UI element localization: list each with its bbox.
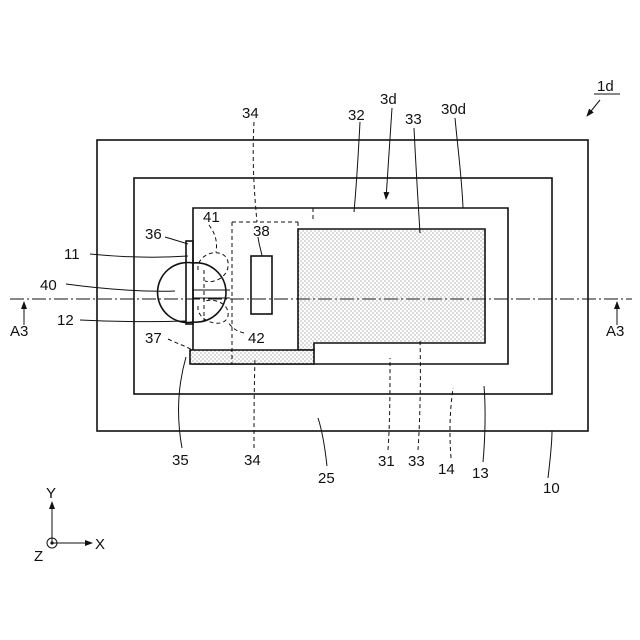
label-fig-ref: 1d [597,78,614,95]
label-axis-z: Z [34,548,43,565]
electrode-plate-11-12 [186,241,193,324]
label-axis-y: Y [46,485,56,502]
label-25: 25 [318,470,335,487]
label-13: 13 [472,465,489,482]
label-33-bottom: 33 [408,453,425,470]
label-axis-x: X [95,536,105,553]
label-34-top: 34 [242,105,259,122]
label-37: 37 [145,330,162,347]
label-34-bottom: 34 [244,452,261,469]
axis-triad [47,502,92,548]
label-14: 14 [438,461,455,478]
dotted-region-33 [298,229,485,350]
sphere-40 [158,263,193,323]
dotted-strip-35 [190,350,314,364]
label-12: 12 [57,312,74,329]
label-42: 42 [248,330,265,347]
body-3d-arrow [386,108,392,199]
label-section-left: A3 [10,323,28,340]
label-30d: 30d [441,101,466,118]
label-40: 40 [40,277,57,294]
label-38: 38 [253,223,270,240]
label-35: 35 [172,452,189,469]
label-11: 11 [64,246,80,263]
dashed-region-34 [232,222,298,364]
label-32: 32 [348,107,365,124]
figure-ref-arrow [587,100,600,116]
label-3d: 3d [380,91,397,108]
label-41: 41 [203,209,220,226]
label-10: 10 [543,480,560,497]
label-31: 31 [378,453,395,470]
label-section-right: A3 [606,323,624,340]
label-33-top: 33 [405,111,422,128]
small-rect-38 [251,256,272,314]
sphere-40-right [193,263,226,322]
label-36: 36 [145,226,162,243]
